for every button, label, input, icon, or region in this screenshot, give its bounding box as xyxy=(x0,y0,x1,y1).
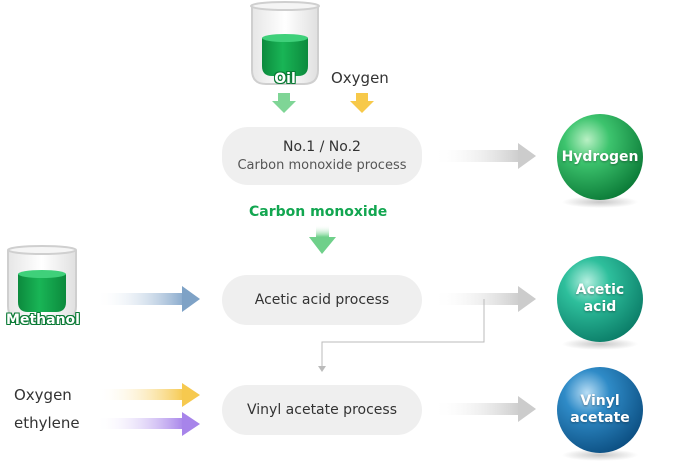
ethylene-label: ethylene xyxy=(14,414,80,432)
methanol-arrow xyxy=(96,286,200,312)
acetic-acid-sphere xyxy=(557,256,643,342)
acetic-acid-label: Acetic acid xyxy=(575,282,625,315)
vinyl-acetate-process-box: Vinyl acetate process xyxy=(222,385,422,435)
acetic-acid-process-label: Acetic acid process xyxy=(254,292,390,308)
ethylene-arrow xyxy=(96,412,200,436)
arrow-to-vinyl-acetate xyxy=(432,396,536,422)
co-process-subtitle: Carbon monoxide process xyxy=(237,158,407,173)
vinyl-acetate-process-label: Vinyl acetate process xyxy=(247,402,397,418)
connector-arrowhead xyxy=(318,366,326,372)
carbon-monoxide-label: Carbon monoxide xyxy=(249,204,388,220)
vinyl-acetate-sphere xyxy=(557,367,643,453)
methanol-label: Methanol xyxy=(6,312,80,328)
carbon-monoxide-down-arrow xyxy=(309,225,336,254)
hydrogen-label: Hydrogen xyxy=(561,148,639,165)
vinyl-acetate-label: Vinyl acetate xyxy=(570,393,630,426)
co-process-title: No.1 / No.2 xyxy=(283,139,361,155)
methanol-beaker-icon xyxy=(7,245,77,321)
acetic-to-vinyl-connector xyxy=(321,299,485,368)
oil-beaker-icon xyxy=(250,1,320,85)
hydrogen-sphere xyxy=(557,114,643,200)
oil-down-arrow xyxy=(272,93,296,113)
arrow-to-hydrogen xyxy=(432,143,536,169)
acetic-acid-process-box: Acetic acid process xyxy=(222,275,422,325)
oxygen-bottom-label: Oxygen xyxy=(14,386,72,404)
co-process-box: No.1 / No.2 Carbon monoxide process xyxy=(222,127,422,185)
arrow-to-acetic-acid xyxy=(432,286,536,312)
oxygen-down-arrow xyxy=(350,93,374,113)
oxygen-top-label: Oxygen xyxy=(331,69,389,87)
oil-label: Oil xyxy=(274,71,296,87)
oxygen-bottom-arrow xyxy=(96,383,200,407)
